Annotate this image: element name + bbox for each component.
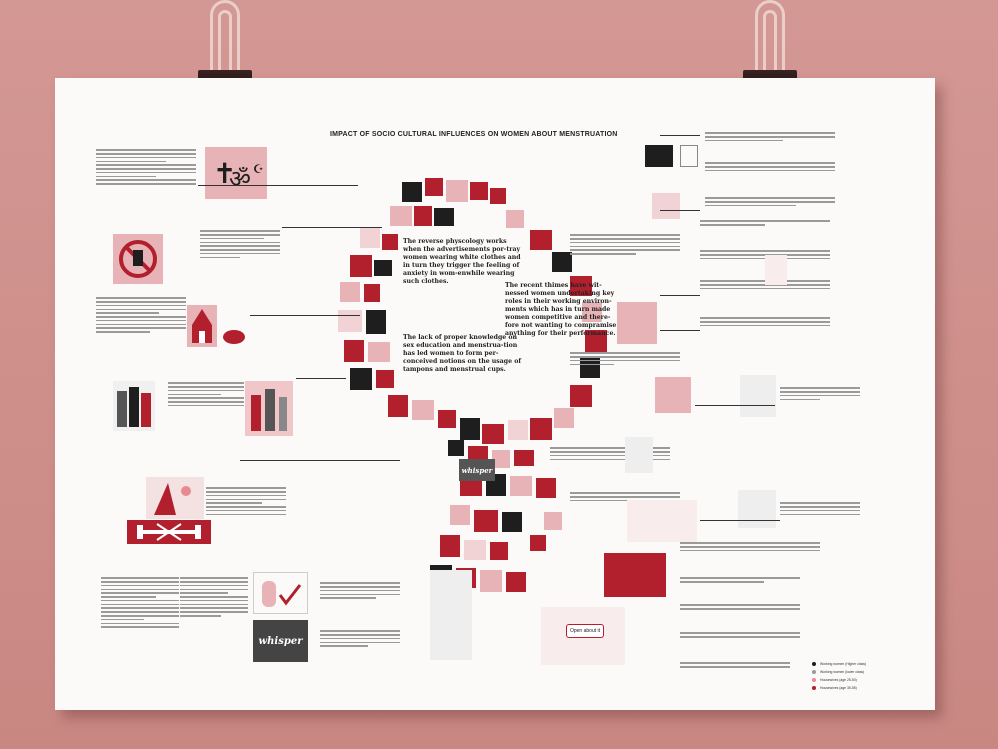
text-block-sports (206, 485, 286, 555)
leader-line-6 (660, 135, 700, 136)
whisper-brand-tile-2: whisper (459, 459, 495, 481)
leader-line-11 (700, 520, 780, 521)
legend-dot-0 (812, 662, 816, 666)
text-block-center-bottom-2 (320, 628, 400, 678)
text-block-mid-right-1 (570, 232, 680, 292)
text-block-right-8 (780, 385, 860, 425)
text-block-right-1 (705, 130, 835, 150)
quote-advertisement: The reverse physcology works when the ad… (403, 238, 521, 285)
quote-working-women: The recent thimes have wit-nessed women … (505, 282, 617, 337)
religion-symbols-icon: ✝ ॐ ☪ (213, 157, 264, 193)
sport-figure-tile (146, 477, 204, 519)
text-block-mid-right-5 (680, 540, 820, 570)
legend-dot-1 (812, 670, 816, 674)
leader-line-4 (296, 378, 346, 379)
open-about-it-bubble: Open about it (566, 624, 604, 638)
legend-dot-3 (812, 686, 816, 690)
pads-check-tile (253, 572, 308, 614)
dumbbell-prohibited-tile (127, 520, 211, 544)
legend: Working women (Higher class) Working wom… (812, 660, 866, 692)
text-block-right-3 (705, 195, 835, 215)
whisper-brand-tile-1: whisper (253, 620, 308, 662)
right-tile-7 (740, 375, 776, 417)
text-block-sanitary (180, 575, 248, 685)
text-block-mid-right-9 (680, 660, 790, 680)
right-tile-10 (738, 490, 776, 528)
text-block-right-4 (700, 218, 830, 234)
text-block-prohibited (200, 228, 280, 298)
dumbbell-icon (137, 523, 201, 541)
leader-line-2 (282, 227, 382, 228)
text-block-mid-right-3 (550, 445, 670, 485)
legend-item-2: Housewives (age 25-50) (812, 676, 866, 684)
legend-item-0: Working women (Higher class) (812, 660, 866, 668)
text-block-right-9 (780, 500, 860, 540)
text-block-center-bottom-1 (320, 580, 400, 630)
leader-line-9 (660, 330, 700, 331)
bottom-clothes-tile (430, 570, 472, 660)
svg-text:ॐ: ॐ (229, 165, 251, 193)
leader-line-10 (695, 405, 775, 406)
legend-item-3: Housewives (age 35-55) (812, 684, 866, 692)
right-tile-2 (680, 145, 698, 167)
text-block-households (168, 380, 244, 440)
right-tile-1 (645, 145, 673, 167)
women-group-tile-1 (113, 381, 155, 431)
religion-symbols-tile: ✝ ॐ ☪ (205, 147, 267, 199)
right-tile-9 (627, 500, 697, 542)
text-block-culture (96, 295, 186, 370)
temple-tile (187, 305, 217, 347)
prohibited-hand-icon (119, 240, 157, 278)
text-block-bottom-left (101, 575, 179, 685)
cloud-icon (221, 326, 247, 346)
right-tile-5 (617, 302, 657, 344)
svg-text:☪: ☪ (253, 162, 264, 176)
text-block-mid-right-8 (680, 630, 800, 650)
poster-title: IMPACT OF SOCIO CULTURAL INFLUENCES ON W… (330, 131, 618, 138)
svg-text:✝: ✝ (213, 157, 236, 190)
leader-line-1 (198, 185, 358, 186)
quote-sex-education: The lack of proper knowledge on sex educ… (403, 334, 521, 373)
legend-label-1: Working women (lower class) (820, 670, 865, 674)
text-block-mid-right-4 (570, 490, 680, 520)
prohibited-tile (113, 234, 163, 284)
binder-clip-left (198, 0, 252, 88)
temple-icon (192, 309, 212, 343)
text-block-right-2 (705, 160, 835, 184)
text-block-mid-right-6 (680, 575, 800, 593)
legend-label-2: Housewives (age 25-50) (820, 678, 857, 682)
text-block-mid-right-2 (570, 350, 680, 385)
binder-clip-right (743, 0, 797, 88)
leader-line-3 (250, 315, 360, 316)
text-block-right-7 (700, 315, 830, 339)
right-tile-3 (652, 193, 680, 219)
leader-line-8 (660, 295, 700, 296)
legend-label-3: Housewives (age 35-55) (820, 686, 857, 690)
right-tile-4 (765, 255, 787, 285)
legend-dot-2 (812, 678, 816, 682)
legend-label-0: Working women (Higher class) (820, 662, 867, 666)
leader-line-5 (240, 460, 400, 461)
right-tile-8 (625, 437, 653, 473)
women-group-tile-2 (245, 381, 293, 436)
leader-line-7 (660, 210, 700, 211)
right-tile-11 (604, 553, 666, 597)
text-block-mid-right-7 (680, 602, 800, 622)
text-block-religion (96, 147, 196, 217)
right-tile-6 (655, 377, 691, 413)
legend-item-1: Working women (lower class) (812, 668, 866, 676)
